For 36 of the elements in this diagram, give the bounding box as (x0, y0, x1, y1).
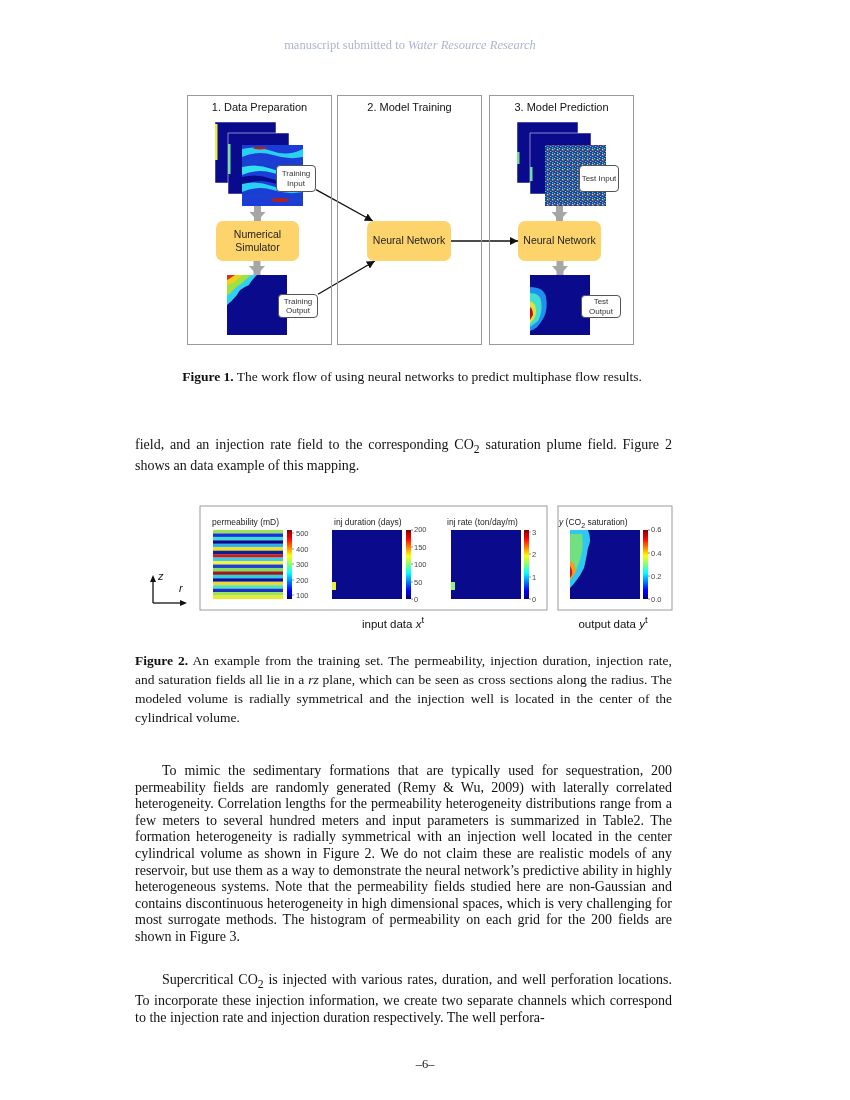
body-paragraph: field, and an injection rate field to the corresponding CO$_{2}$ saturation plume field. Figure 2 shows an data example of this mapping. (135, 437, 672, 475)
page-number: –6– (415, 1057, 435, 1072)
block-arrow (249, 206, 266, 221)
stage-panel (337, 95, 482, 345)
stage-panel (187, 95, 332, 345)
panel-label: output data y$^{t}$ (578, 614, 648, 630)
stage-panel (489, 95, 634, 345)
callout-label: Test Output (581, 295, 621, 318)
figure-caption: Figure 2. An example from the training set. The permeability, injection duration, injection rate, and saturation fields all lie in a rz plane, which can be seen as cross sections along the radius. The modeled volume is radially symmetrical and the injection well is located in the center of the cylindrical volume. (135, 652, 672, 727)
block-arrow (552, 261, 568, 275)
panel-heading: 1. Data Preparation (211, 101, 308, 113)
callout-label: Training Output (278, 294, 318, 318)
plot-title: y (CO$_{2}$ saturation) (559, 517, 628, 530)
body-paragraph: To mimic the sedimentary formations that are typically used for sequestration, 200 permeability fields are randomly generated (Remy & Wu, 2009) with laterally correlated heterogeneity. Correlation lengths for the permeability heterogeneity distributions range from a few meters to several hundred meters and input parameters is summarized in Table2. The formation heterogeneity is radially symmetrical with an injection well located in the center cylindrical volume as shown in Figure 2. We do not claim these are realistic models of any reservoir, but use them as a way to demonstrate the neural network’s predictive ability in highly heterogeneous systems. Note that the permeability fields studied here are non-Gaussian and contains discontinuous heterogeneity in high dimensional spaces, which is very challenging for most surrogate methods. The histogram of permeability on each grid for the 200 fields are shown in Figure 3. (135, 763, 672, 946)
panel-heading: 3. Model Prediction (514, 101, 609, 113)
block-arrow (551, 206, 568, 221)
arrow (317, 260, 376, 295)
heatmap-drawing (530, 275, 590, 335)
block-arrow (249, 261, 265, 275)
plot-title: permeability (mD) (212, 517, 280, 527)
running-header: manuscript submitted to Water Resource Research (284, 38, 536, 53)
arrow (450, 237, 519, 245)
callout-label: Test Input (579, 165, 619, 192)
panel-label: input data x$^{t}$ (361, 614, 425, 630)
figure-caption: Figure 1. The work flow of using neural networks to predict multiphase flow results. (182, 369, 642, 385)
arrow (315, 188, 374, 222)
body-paragraph: Supercritical CO$_{2}$ is injected with various rates, duration, and well perforation locations. To incorporate these injection information, we create two separate channels which correspond to the injection rate and injection duration respectively. The well perfora- (135, 972, 672, 1027)
plot-title: inj rate (ton/day/m) (447, 517, 518, 527)
panel-heading: 2. Model Training (367, 101, 452, 113)
callout-label: Training Input (276, 165, 316, 192)
process-box: Neural Network (518, 221, 601, 261)
process-box: Numerical Simulator (216, 221, 299, 261)
plot-title: inj duration (days) (334, 517, 402, 527)
process-box: Neural Network (367, 221, 451, 261)
axis-label: z (158, 570, 164, 582)
axis-label: r (179, 582, 183, 594)
